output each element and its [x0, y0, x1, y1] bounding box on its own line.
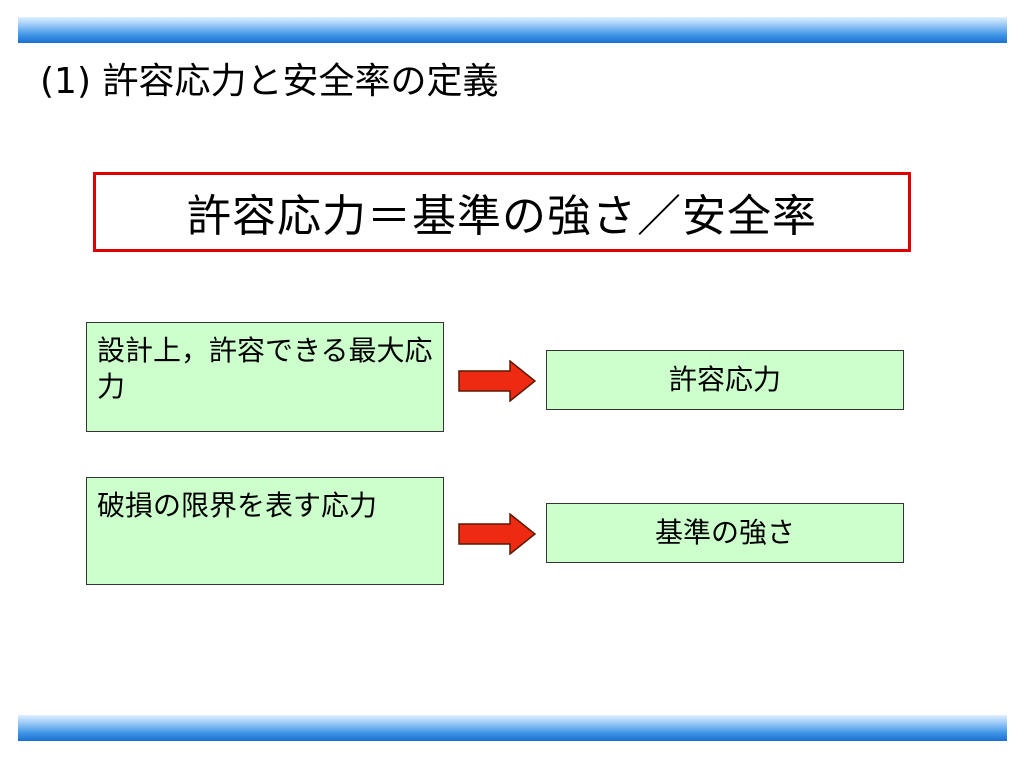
formula-text: 許容応力＝基準の強さ／安全率	[187, 191, 817, 242]
description-box-allowable: 設計上，許容できる最大応力	[86, 322, 444, 432]
right-arrow-icon	[458, 513, 536, 555]
term-text-allowable-stress: 許容応力	[668, 363, 781, 396]
slide-title: (1) 許容応力と安全率の定義	[40, 61, 499, 102]
description-text-allowable: 設計上，許容できる最大応力	[97, 334, 433, 403]
term-box-allowable-stress: 許容応力	[546, 350, 904, 410]
description-box-failure: 破損の限界を表す応力	[86, 477, 444, 585]
formula-box: 許容応力＝基準の強さ／安全率	[93, 172, 911, 252]
term-text-reference-strength: 基準の強さ	[654, 516, 795, 549]
right-arrow-icon	[458, 360, 536, 402]
bottom-decorative-bar	[18, 715, 1007, 741]
term-box-reference-strength: 基準の強さ	[546, 503, 904, 563]
top-decorative-bar	[18, 17, 1007, 43]
description-text-failure: 破損の限界を表す応力	[97, 489, 378, 522]
